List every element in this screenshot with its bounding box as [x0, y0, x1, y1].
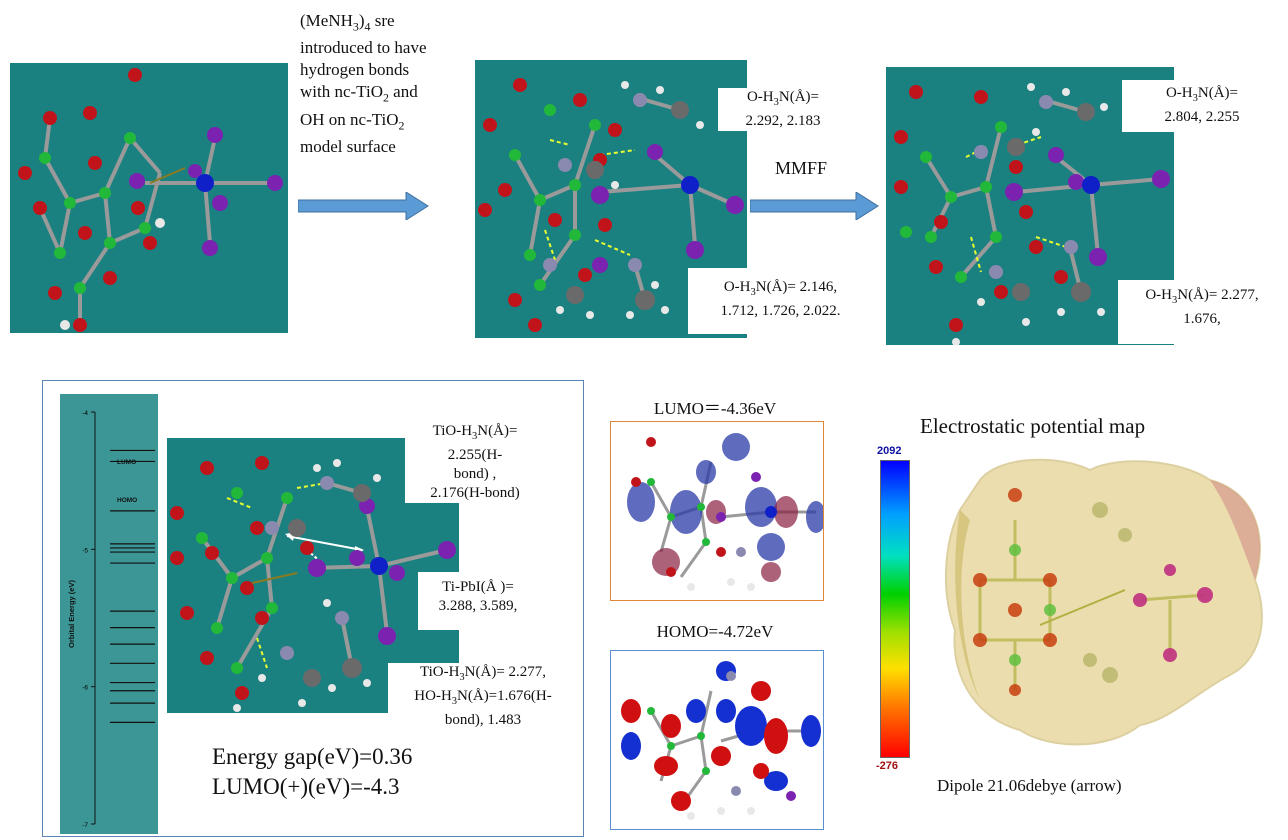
dipole-arrow [251, 572, 298, 584]
arrow-right-2 [750, 192, 879, 220]
homo-orbital-frame [610, 650, 824, 830]
molecule-initial [18, 68, 283, 332]
molecule-mmff [894, 83, 1170, 345]
homo-title: HOMO=-4.72eV [656, 622, 774, 641]
energy-gap-text: Energy gap(eV)=0.36 LUMO(+)(eV)=-4.3 [212, 744, 413, 799]
axis-label: Orbital Energy (eV) [67, 580, 76, 648]
lumo-orbital-svg [627, 433, 823, 591]
axis-tick-label: -7 [82, 822, 88, 829]
dipole-caption: Dipole 21.06debye (arrow) [937, 776, 1122, 795]
orbital-energy-svg: Orbital Energy (eV) -4 -5 -6 -7 LUMO HOMO [67, 410, 155, 829]
note-tio-hbond-2: TiO-H3N(Å)= 2.277, HO-H3N(Å)=1.676(H- bo… [388, 663, 578, 730]
intro-caption: (MeNH3)4 sre introduced to have hydrogen… [300, 11, 427, 157]
molecule-combined [170, 456, 456, 712]
arrow-right-1 [298, 192, 429, 220]
molecule-panel-initial [10, 63, 288, 333]
esp-title: Electrostatic potential map [920, 414, 1146, 438]
note-panel2-bottom: O-H3N(Å)= 2.146, 1.712, 1.726, 2.022. [688, 268, 873, 334]
lumo-title: LUMO＝-4.36eV [653, 399, 777, 418]
molecule-hbonded [478, 78, 744, 332]
esp-surface-svg [944, 458, 1263, 746]
distance-arrow-1 [286, 535, 363, 551]
note-panel2-top: O-H3N(Å)= 2.292, 2.183 [718, 88, 848, 131]
note-tio-hbond-1: TiO-H3N(Å)= 2.255(H- bond) , 2.176(H-bon… [405, 422, 545, 503]
axis-tick-label: -4 [82, 410, 88, 417]
esp-color-scale [880, 460, 910, 758]
orbital-energy-chart: Orbital Energy (eV) -4 -5 -6 -7 LUMO HOMO [60, 394, 158, 834]
lumo-level-label: LUMO [117, 459, 136, 466]
note-ti-pbi: Ti-PbI(Å )= 3.288, 3.589, [418, 572, 538, 630]
axis-tick-label: -6 [82, 685, 88, 692]
esp-surface [940, 450, 1280, 755]
lumo-orbital-frame [610, 421, 824, 601]
note-panel3-top: O-H3N(Å)= 2.804, 2.255 [1122, 80, 1282, 132]
homo-level-label: HOMO [117, 497, 137, 504]
homo-orbital-svg [621, 661, 821, 820]
esp-scale-min: -276 [876, 760, 899, 772]
mmff-label: MMFF [775, 158, 828, 178]
axis-tick-label: -5 [82, 547, 88, 554]
energy-diagram-frame [42, 380, 584, 837]
note-panel3-bottom: O-H3N(Å)= 2.277, 1.676, [1118, 280, 1286, 344]
esp-scale-max: 2092 [877, 445, 902, 457]
esp-dipole-arrow [1039, 589, 1126, 626]
